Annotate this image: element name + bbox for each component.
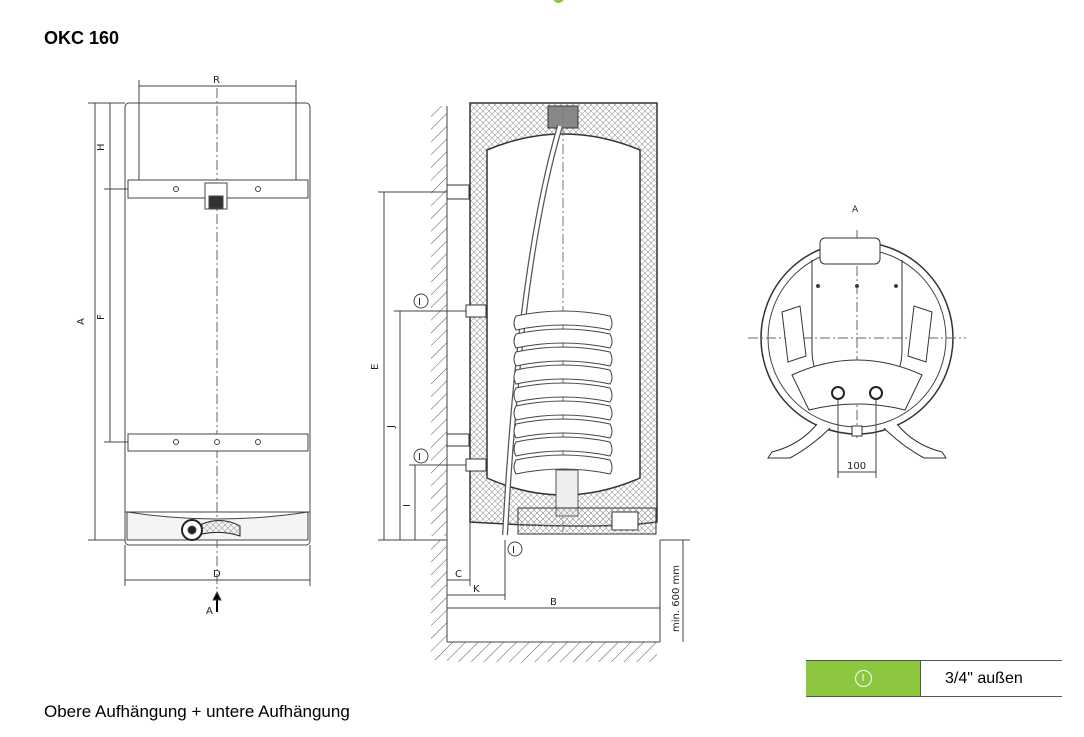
leg-left: [767, 423, 831, 459]
page-title: OKC 160: [44, 28, 120, 48]
legend-value: 3/4" außen: [920, 661, 1062, 696]
connection-marker-bottom: [507, 541, 523, 557]
legend-symbol-cell: I: [806, 661, 920, 696]
top-connection-box: [819, 237, 881, 265]
connection-symbol-icon: I: [854, 670, 872, 687]
dim-f-label: F: [96, 314, 107, 320]
dim-e-label: E: [370, 364, 381, 370]
top-view: [748, 230, 966, 478]
dim-j-label: J: [386, 425, 397, 429]
dim-k-label: K: [473, 584, 480, 595]
dim-d-label: D: [213, 569, 221, 580]
heating-coil: [513, 310, 613, 475]
floor-clearance-label: min. 600 mm: [671, 565, 682, 632]
dim-b-label: B: [550, 597, 557, 608]
lower-bracket: [127, 433, 309, 452]
connection-legend: I 3/4" außen: [806, 660, 1062, 697]
front-view: [88, 80, 311, 612]
connection-marker-upper: [413, 293, 429, 309]
handle-right: [907, 305, 933, 363]
dim-c-label: C: [455, 569, 462, 580]
side-view: [378, 102, 690, 662]
dim-a-label: A: [76, 318, 87, 325]
marker-upper-label: I: [418, 297, 421, 308]
bracket-spacing-label: 100: [847, 461, 866, 472]
wall-hatch: [431, 106, 447, 536]
marker-bottom-label: I: [512, 545, 515, 556]
marker-lower-label: I: [418, 452, 421, 463]
header-accent-mark: [553, 0, 564, 3]
wall-lower-hatch: [431, 540, 447, 660]
dim-r-label: R: [213, 75, 220, 86]
connection-marker-lower: [413, 448, 429, 464]
top-view-label: A: [852, 205, 859, 215]
handle-left: [781, 305, 807, 363]
caption: Obere Aufhängung + untere Aufhängung: [44, 702, 350, 721]
view-arrow-label: A: [206, 606, 213, 617]
floor-hatch: [447, 642, 657, 662]
dim-h-label: H: [96, 143, 107, 151]
leg-right: [883, 423, 947, 459]
dim-i-label: I: [402, 504, 413, 507]
